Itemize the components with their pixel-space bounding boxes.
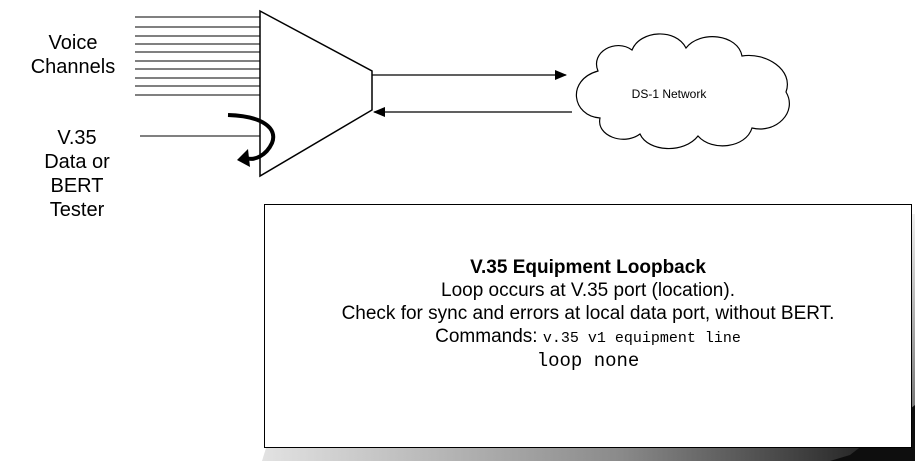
loopback-arrowhead <box>237 149 250 167</box>
network-cloud <box>575 33 790 150</box>
box-line-2: Check for sync and errors at local data … <box>341 303 835 324</box>
commands-label: Commands: <box>435 326 538 347</box>
v35-label-line-1: V.35 <box>57 127 97 149</box>
multiplexer-shape <box>259 9 373 178</box>
v35-label-line-3: BERT <box>50 175 104 197</box>
info-box: V.35 Equipment Loopback Loop occurs at V… <box>264 204 912 448</box>
loopback-arc <box>227 113 276 161</box>
command-1: v.35 v1 equipment line <box>542 330 741 347</box>
command-2: loop none <box>536 350 640 372</box>
box-line-1: Loop occurs at V.35 port (location). <box>441 280 735 301</box>
box-title: V.35 Equipment Loopback <box>470 257 706 278</box>
voice-label-line-2: Channels <box>30 56 116 78</box>
v35-label-line-2: Data or <box>44 151 110 173</box>
voice-channels-label: Voice Channels <box>18 31 128 79</box>
v35-label-line-4: Tester <box>49 199 105 221</box>
v35-tester-label: V.35 Data or BERT Tester <box>22 126 132 222</box>
network-label: DS-1 Network <box>631 87 707 101</box>
commands-row: Commands: v.35 v1 equipment line <box>265 326 911 350</box>
voice-label-line-1: Voice <box>48 32 98 54</box>
voice-channel-lines <box>135 16 260 96</box>
